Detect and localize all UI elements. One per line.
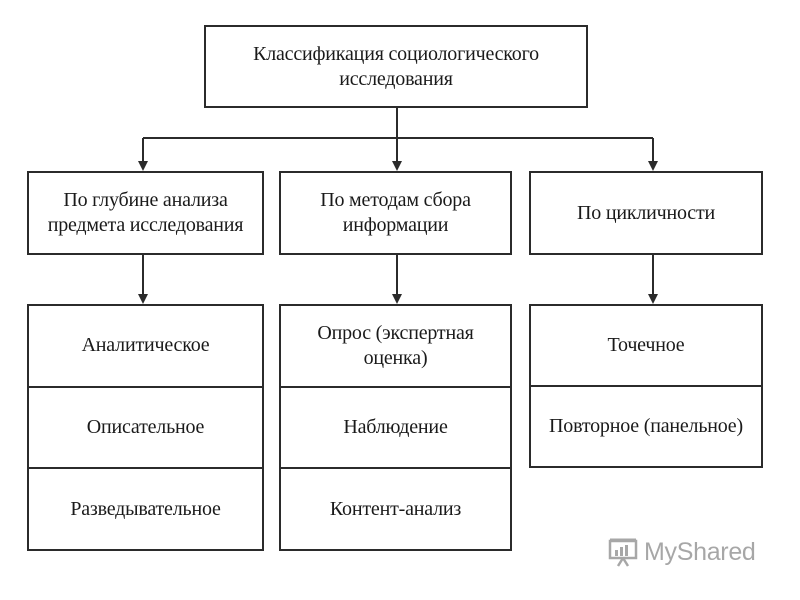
list-item: Описательное — [29, 385, 262, 468]
root-box: Классификация социологического исследова… — [204, 25, 588, 108]
list-item: Точечное — [607, 334, 685, 356]
items-stack-depth: Аналитическое Описательное Разведыватель… — [27, 304, 264, 551]
presentation-board-icon — [608, 538, 638, 567]
list-item: Контент-анализ — [281, 467, 510, 549]
list-item: Разведывательное — [29, 467, 262, 549]
list-item: Наблюдение — [281, 385, 510, 468]
category-title-cyclicity: По цикличности — [576, 201, 716, 224]
category-box-methods: По методам сбора информации — [279, 171, 512, 255]
category-title-depth: По глубине анализа предмета исследования — [47, 189, 244, 236]
category-box-cyclicity: По цикличности — [529, 171, 763, 255]
list-item: Повторное (панельное) — [531, 385, 761, 466]
watermark: MyShared — [608, 537, 756, 567]
root-title: Классификация социологического исследова… — [253, 42, 539, 90]
items-stack-methods: Опрос (экспертная оценка) Наблюдение Кон… — [279, 304, 512, 551]
items-stack-cyclicity: Точечное Повторное (панельное) — [529, 304, 763, 468]
list-item: Аналитическое — [81, 334, 210, 357]
category-title-methods: По методам сбора информации — [320, 189, 471, 236]
list-item: Опрос (экспертная оценка) — [317, 321, 474, 369]
watermark-text: MyShared — [644, 537, 756, 566]
category-box-depth: По глубине анализа предмета исследования — [27, 171, 264, 255]
